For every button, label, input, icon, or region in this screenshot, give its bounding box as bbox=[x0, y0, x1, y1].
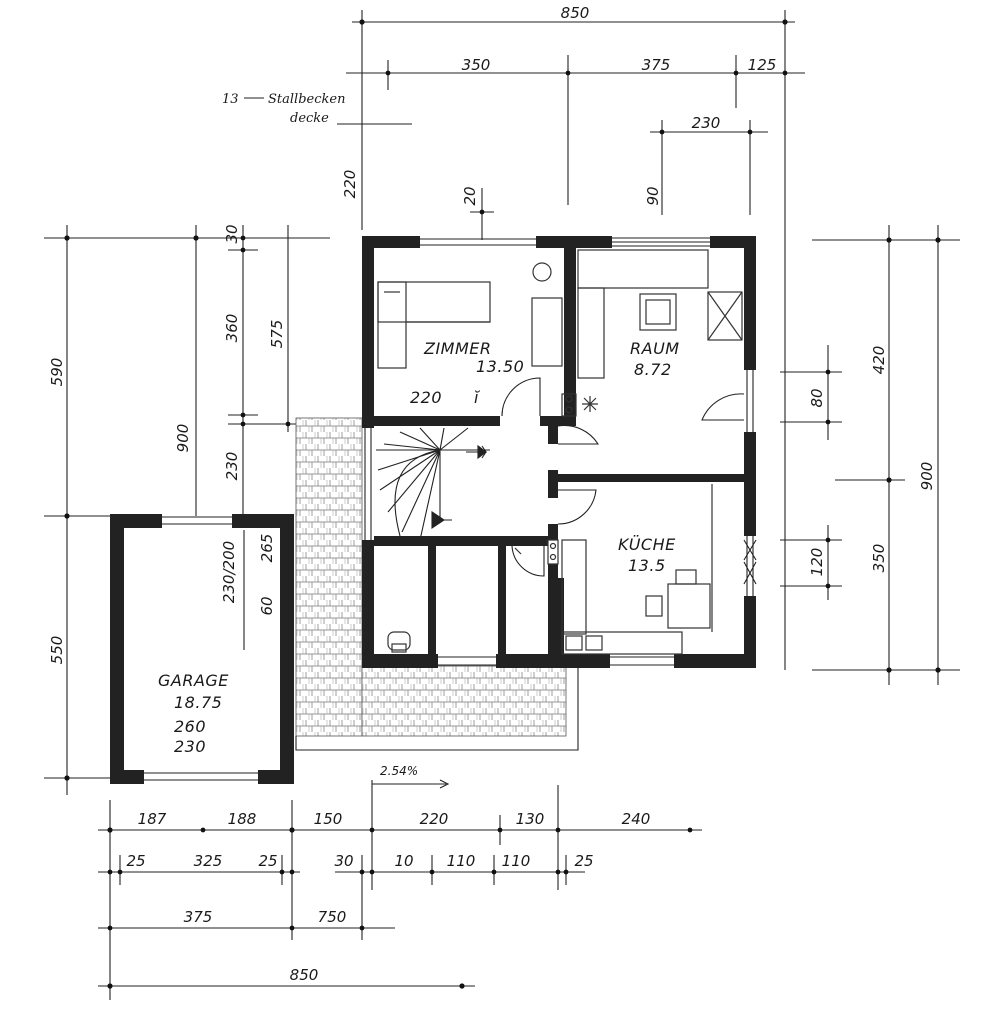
room-garage-height: 230 bbox=[174, 737, 206, 756]
dim-right-window-upper: 80 bbox=[808, 388, 826, 407]
room-labels: ZIMMER 13.50 220 ĭ RAUM 8.72 KÜCHE 13.5 … bbox=[158, 339, 680, 778]
garage-walls bbox=[110, 514, 294, 784]
dim-bottom-row4: 850 bbox=[290, 966, 319, 984]
dim-bottom-row2: 25 bbox=[258, 852, 277, 870]
room-zimmer-area: 13.50 bbox=[476, 357, 524, 376]
dim-bottom-row3: 375 bbox=[184, 908, 213, 926]
dim-bottom-row2: 10 bbox=[394, 852, 413, 870]
dim-left-outer-lower: 550 bbox=[48, 636, 66, 665]
dim-bottom-row3: 750 bbox=[318, 908, 347, 926]
room-zimmer-name: ZIMMER bbox=[423, 339, 492, 358]
dim-right-outer-lower: 350 bbox=[870, 544, 888, 573]
dim-top-seg: 350 bbox=[462, 56, 491, 74]
room-garage-name: GARAGE bbox=[158, 671, 229, 690]
dim-bottom-row1: 240 bbox=[622, 810, 651, 828]
windows bbox=[364, 237, 757, 666]
note-line1: Stallbecken bbox=[268, 92, 345, 107]
dim-bottom-row1: 130 bbox=[516, 810, 545, 828]
note-line2: decke bbox=[290, 111, 329, 126]
room-raum-name: RAUM bbox=[630, 339, 680, 358]
dim-right-outer-upper: 420 bbox=[870, 346, 888, 375]
dim-left-outer-upper: 590 bbox=[48, 358, 66, 387]
staircase bbox=[376, 427, 490, 541]
room-zimmer-height: 220 bbox=[410, 388, 442, 407]
room-garage-area: 18.75 bbox=[174, 693, 222, 712]
garage-door-label: 230/200 bbox=[220, 541, 238, 603]
slope-arrow-icon bbox=[439, 779, 450, 789]
dim-left-middle: 900 bbox=[174, 424, 192, 453]
dimension-labels: 850 350 375 125 230 220 20 90 590 550 90… bbox=[48, 4, 936, 984]
dim-bottom-row2: 110 bbox=[502, 852, 531, 870]
room-raum-area: 8.72 bbox=[634, 360, 672, 379]
room-garage-width: 260 bbox=[174, 717, 206, 736]
terrace-paving bbox=[295, 417, 579, 751]
dim-bottom-row2: 25 bbox=[574, 852, 593, 870]
note-number: 13 bbox=[222, 92, 239, 107]
house-walls bbox=[362, 236, 756, 668]
dim-left-inner-mid: 360 bbox=[223, 314, 241, 343]
dim-bottom-row2: 30 bbox=[334, 852, 353, 870]
dim-bottom-row1: 187 bbox=[138, 810, 167, 828]
dim-top-seg: 125 bbox=[748, 56, 777, 74]
dim-bottom-row1: 188 bbox=[228, 810, 257, 828]
slope-label: 2.54% bbox=[380, 764, 418, 778]
dimension-ticks bbox=[64, 19, 941, 989]
dim-left-inner-top: 30 bbox=[223, 224, 241, 243]
ceiling-note: 13 Stallbecken decke bbox=[222, 92, 345, 126]
room-zimmer-mark: ĭ bbox=[474, 388, 481, 407]
doors bbox=[501, 377, 745, 577]
dim-bottom-row2: 25 bbox=[126, 852, 145, 870]
dim-top-right: 230 bbox=[692, 114, 721, 132]
garage-dim-upper: 265 bbox=[258, 534, 276, 563]
dim-bottom-row1: 220 bbox=[420, 810, 449, 828]
dim-window-right: 90 bbox=[644, 186, 662, 205]
dim-left-inner-low: 230 bbox=[223, 452, 241, 481]
dim-left-575: 575 bbox=[268, 320, 286, 349]
room-kueche-name: KÜCHE bbox=[618, 535, 676, 554]
furniture bbox=[377, 249, 743, 655]
dim-bottom-row1: 150 bbox=[314, 810, 343, 828]
dim-top-seg: 375 bbox=[642, 56, 671, 74]
dim-top-left-vertical: 220 bbox=[341, 170, 359, 199]
dim-window-left: 20 bbox=[461, 186, 479, 205]
dim-bottom-row2: 110 bbox=[447, 852, 476, 870]
room-kueche-area: 13.5 bbox=[628, 556, 666, 575]
garage-dim-lower: 60 bbox=[258, 596, 276, 615]
dim-right-window-lower: 120 bbox=[808, 548, 826, 577]
dim-bottom-row2: 325 bbox=[194, 852, 223, 870]
dim-right-total: 900 bbox=[918, 462, 936, 491]
dim-top-total: 850 bbox=[561, 4, 590, 22]
